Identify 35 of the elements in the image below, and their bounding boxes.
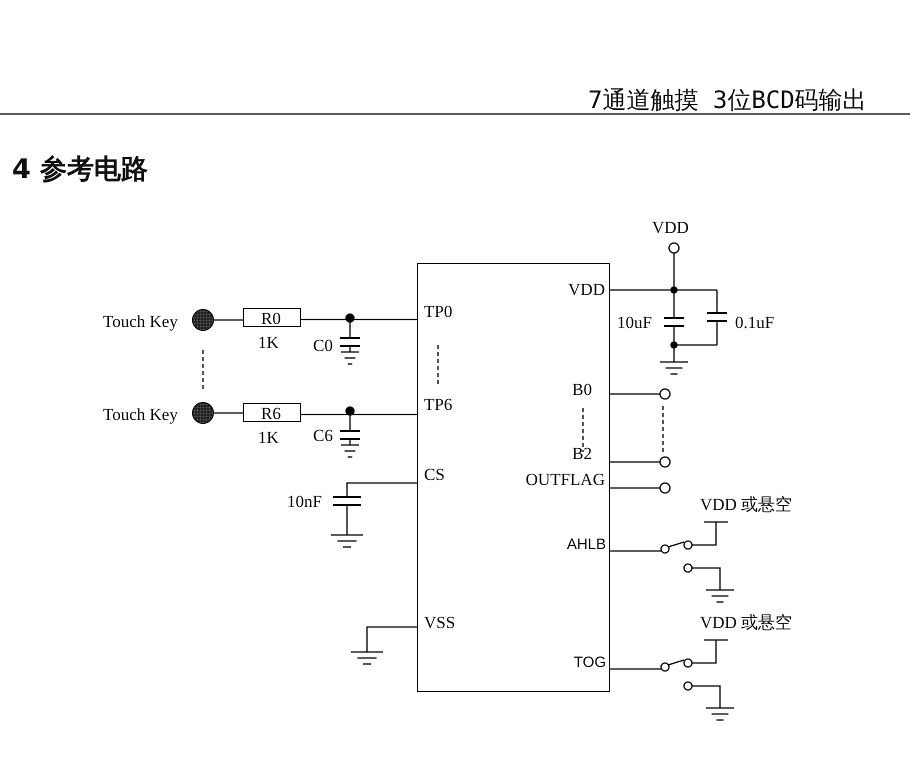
capacitor-label: C0 [313,337,333,354]
supply-option-label: VDD 或悬空 [700,496,792,513]
touch-key-label: Touch Key [103,406,178,423]
resistor-symbol [243,308,301,327]
header-subtitle: 7通道触摸 3位BCD码输出 [588,88,867,112]
capacitor-value: 10uF [617,314,652,331]
pin-label: TP0 [424,303,452,320]
wire [301,414,417,416]
pin-label: TP6 [424,396,452,413]
pin-label: B0 [572,381,592,398]
capacitor-value: 0.1uF [735,314,774,331]
capacitor-value: 10nF [287,493,322,510]
touch-key-label: Touch Key [103,313,178,330]
pin-label: OUTFLAG [526,471,605,488]
resistor-label: R0 [261,310,281,327]
resistor-value: 1K [258,429,279,446]
capacitor-label: C6 [313,427,333,444]
pin-label: VDD [568,281,605,298]
pin-label: CS [424,466,445,483]
touch-pad [192,402,214,424]
pin-label: TOG [574,655,606,670]
pin-label: AHLB [566,537,606,552]
touch-pad [192,309,214,331]
supply-label: VDD [652,219,689,236]
pin-label: VSS [424,614,456,631]
chip-outline [417,263,610,692]
wire [214,319,243,321]
wire [301,318,417,320]
resistor-symbol [243,403,301,422]
section-heading: 4 参考电路 [12,156,148,183]
wire [214,412,243,414]
supply-option-label: VDD 或悬空 [700,614,792,631]
resistor-label: R6 [261,405,281,422]
pin-label: B2 [572,445,592,462]
resistor-value: 1K [258,334,279,351]
